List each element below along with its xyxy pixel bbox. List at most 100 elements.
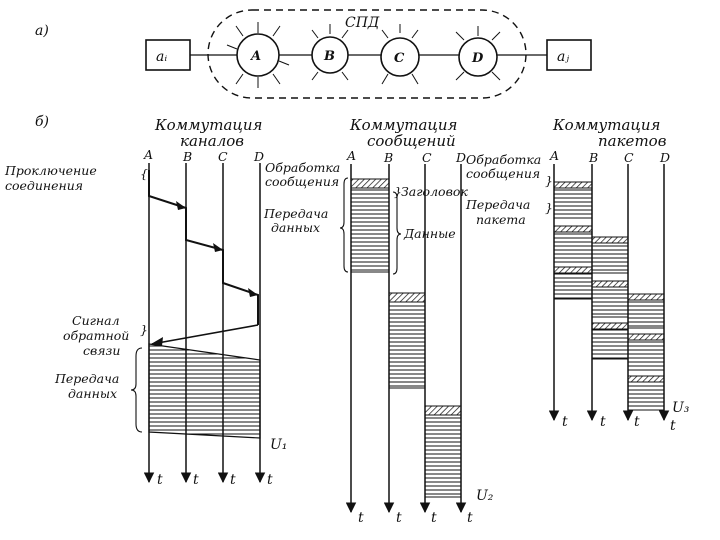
message-data-block-2 [388,301,426,389]
packet-transfer-label-1: Передача [465,197,530,212]
network-node-d: D [455,26,501,81]
circuit-transfer2-label-1: Передача [54,371,119,386]
circuit-feedback-label-2: обратной [63,328,129,343]
circuit-title-line1: Коммутация [154,116,262,134]
message-header-brace: } [394,184,402,199]
packet-time-b: t [600,414,606,430]
packet-2-data-bc [591,286,629,318]
circuit-setup-arrow-3 [248,288,258,297]
circuit-time-a: t [157,472,163,488]
circuit-setup-label-1: Проключение [4,163,97,178]
circuit-data-band [148,343,261,439]
packet-switching-diagram: Коммутация пакетов A B C D Обработка [465,116,690,434]
circuit-transfer2-label-2: данных [68,386,117,401]
packet-processing-brace: } [545,173,553,188]
circuit-node-c: C [218,149,228,164]
message-header-label: Заголовок [401,184,468,199]
packet-1-data-bc [591,242,629,274]
packet-time-d: t [670,418,676,434]
circuit-switching-diagram: Коммутация каналов A B C D Проключение с… [4,116,340,488]
message-node-b: B [383,150,393,165]
network-node-b: B [311,24,349,81]
circuit-time-d: t [267,472,273,488]
network-node-c: C [380,24,420,85]
message-header-block-3 [424,405,462,416]
circuit-node-b: B [182,149,192,164]
circuit-transfer2-brace [130,347,143,433]
message-data-label: Данные [403,226,456,241]
packet-title-line2: пакетов [598,132,667,150]
part-a-label: а) [35,23,49,39]
network-boundary [207,9,527,99]
packet-3-data-bc [591,328,629,360]
packet-node-d: D [659,150,670,165]
packet-3-header-ab [553,266,593,274]
circuit-title-line2: каналов [180,132,244,150]
packet-node-b: B [588,150,598,165]
packet-1-data-ab [553,187,593,219]
circuit-feedback-arrow [151,337,163,346]
circuit-processing-label-1: Обработка [265,160,340,175]
packet-2-data-cd [627,339,665,371]
message-node-a: A [346,148,356,163]
network-label: СПД [345,15,380,31]
packet-title-line1: Коммутация [552,116,660,134]
packet-1-data-cd [627,299,665,329]
message-switching-diagram: Коммутация сообщений A B C D } Заголовок… [339,116,494,526]
circuit-processing-label-2: сообщения [265,174,339,189]
packet-processing-label-1: Обработка [466,152,541,167]
packet-2-data-ab [553,231,593,263]
message-node-c: C [422,150,432,165]
packet-node-c: C [624,150,634,165]
dest-terminal-label: aⱼ [557,49,569,65]
message-processing-brace [339,177,349,273]
packet-transfer-label-2: пакета [476,212,526,227]
network-node-a: A [226,22,290,88]
circuit-time-c: t [230,472,236,488]
packet-3-header-bc [591,322,629,330]
circuit-node-a: A [143,147,153,162]
node-c-label: C [394,51,405,66]
circuit-transfer-label-1: Передача [263,206,328,221]
packet-processing-label-2: сообщения [466,166,540,181]
circuit-setup-label-2: соединения [5,178,83,193]
packet-1-header-cd [627,293,665,301]
circuit-feedback-label-3: связи [83,343,120,358]
message-data-brace [392,191,402,275]
source-terminal [145,39,191,71]
message-title-line1: Коммутация [349,116,457,134]
message-header-block-2 [388,292,426,303]
circuit-setup-arrow-1 [176,201,186,210]
message-time-b: t [396,510,402,526]
dest-terminal [546,39,592,71]
packet-1-header-ab [553,181,593,189]
circuit-feedback-brace: } [140,322,148,337]
packet-2-header-ab [553,225,593,233]
node-a-label: A [249,49,261,64]
circuit-setup-brace: { [140,166,148,181]
packet-3-header-cd [627,375,665,383]
packet-1-header-bc [591,236,629,244]
message-title-line2: сообщений [367,132,456,150]
packet-transfer-brace: } [545,200,553,215]
message-time-c: t [431,510,437,526]
packet-2-header-bc [591,280,629,288]
packet-node-a: A [549,148,559,163]
circuit-feedback-label-1: Сигнал [72,313,120,328]
message-time-d: t [467,510,473,526]
source-terminal-label: aᵢ [156,49,167,65]
packet-3-data-ab [553,272,593,300]
packet-time-c: t [634,414,640,430]
circuit-feedback-line [151,324,259,345]
packet-time-a: t [562,414,568,430]
message-end-label: U₂ [476,488,494,504]
node-d-label: D [471,51,484,66]
circuit-end-label: U₁ [270,437,287,453]
packet-2-header-cd [627,333,665,341]
packet-end-label: U₃ [672,400,690,416]
message-data-block-1 [350,187,390,273]
circuit-time-b: t [193,472,199,488]
circuit-node-d: D [253,149,264,164]
message-data-block-3 [424,414,462,498]
